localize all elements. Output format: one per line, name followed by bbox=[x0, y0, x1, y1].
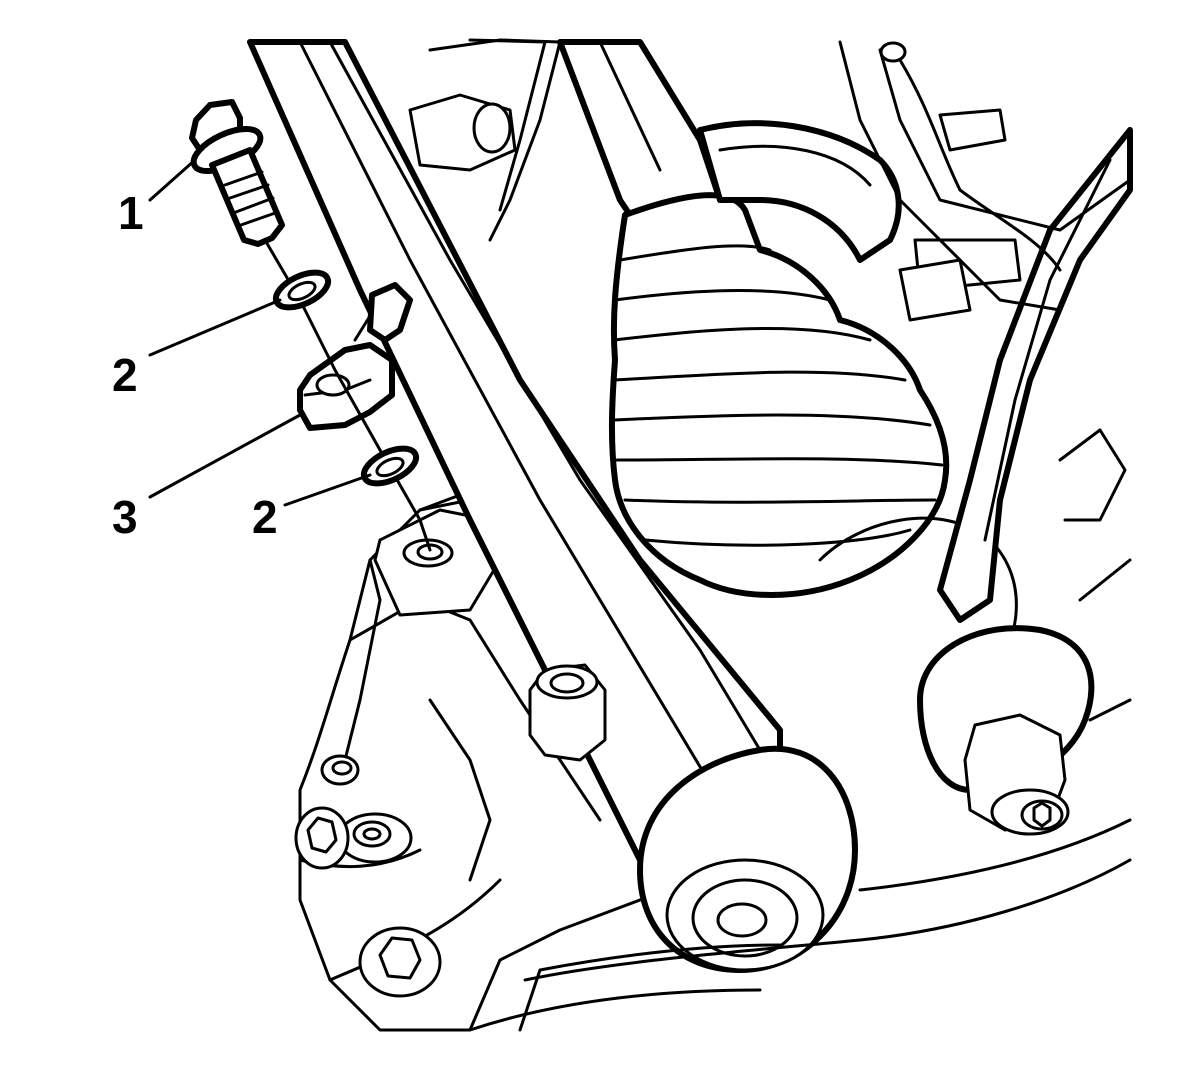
callout-3-bracket: 3 bbox=[112, 491, 138, 543]
callout-2-lower-washer: 2 bbox=[252, 491, 278, 543]
washer-upper bbox=[272, 269, 332, 311]
housing-bolt-lower bbox=[358, 926, 442, 998]
lower-control-arm bbox=[247, 39, 783, 863]
housing-bolt-small bbox=[320, 754, 360, 786]
tie-rod bbox=[937, 127, 1133, 623]
flange-bolt bbox=[189, 99, 285, 247]
tie-rod-end bbox=[917, 625, 1095, 836]
bracket-clip bbox=[297, 282, 413, 431]
control-arm-bushing bbox=[637, 745, 858, 973]
leader-lines bbox=[148, 158, 372, 507]
knuckle-nut bbox=[528, 663, 607, 762]
callout-1-bolt: 1 bbox=[118, 187, 144, 239]
housing-bolt-upper bbox=[337, 812, 413, 864]
cv-boot bbox=[608, 192, 950, 598]
upper-frame bbox=[408, 38, 1132, 322]
housing-bolt-left bbox=[294, 806, 350, 870]
washer-lower bbox=[360, 445, 420, 487]
callout-2-upper-washer: 2 bbox=[112, 349, 138, 401]
lower-right-housing bbox=[468, 428, 1132, 1032]
